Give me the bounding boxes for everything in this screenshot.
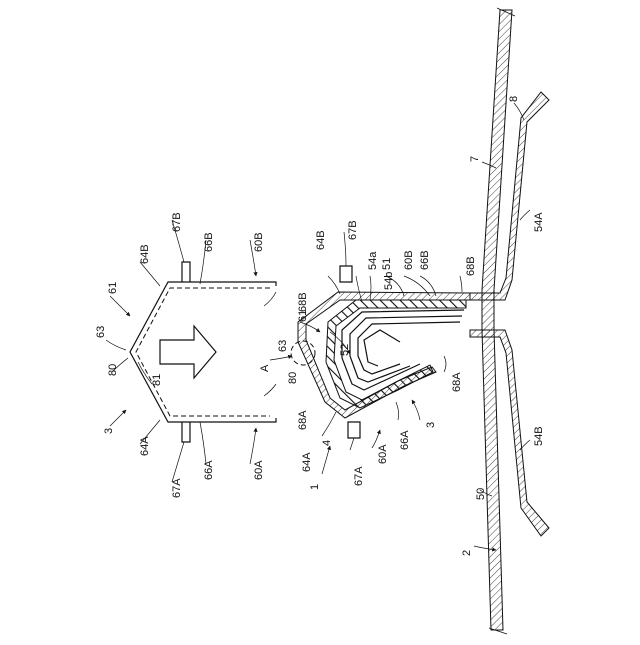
free-state-seal bbox=[130, 262, 276, 442]
label-68B-right: 68B bbox=[465, 256, 477, 276]
label-1: 1 bbox=[309, 484, 321, 490]
label-60B-right: 60B bbox=[403, 250, 415, 270]
label-60A-right: 60A bbox=[377, 444, 389, 464]
label-81: 81 bbox=[151, 374, 163, 386]
label-66A-right: 66A bbox=[399, 430, 411, 450]
assembled-seal bbox=[291, 266, 470, 438]
label-61-left: 61 bbox=[107, 282, 119, 294]
leader-lines bbox=[106, 103, 530, 550]
label-64B-left: 64B bbox=[139, 244, 151, 264]
label-64A-left: 64A bbox=[139, 436, 151, 456]
label-64B-right: 64B bbox=[315, 230, 327, 250]
label-4: 4 bbox=[321, 440, 333, 446]
label-60B-left: 60B bbox=[253, 232, 265, 252]
label-68A-left: 68A bbox=[297, 410, 309, 430]
label-50: 50 bbox=[475, 488, 487, 500]
label-2: 2 bbox=[461, 550, 473, 556]
label-68A-right: 68A bbox=[451, 372, 463, 392]
label-66B-left: 66B bbox=[203, 232, 215, 252]
label-54b: 54b bbox=[383, 272, 395, 290]
label-66A-left: 66A bbox=[203, 460, 215, 480]
label-68B-left: 68B bbox=[297, 292, 309, 312]
label-51: 51 bbox=[381, 258, 393, 270]
label-3-right: 3 bbox=[425, 422, 437, 428]
label-54B: 54B bbox=[533, 426, 545, 446]
label-7: 7 bbox=[469, 156, 481, 162]
label-67A-right: 67A bbox=[353, 466, 365, 486]
label-67B-right: 67B bbox=[347, 220, 359, 240]
label-80-left: 80 bbox=[107, 364, 119, 376]
label-54A: 54A bbox=[533, 212, 545, 232]
label-80-right: 80 bbox=[287, 372, 299, 384]
label-67B-left: 67B bbox=[171, 212, 183, 232]
label-67A-left: 67A bbox=[171, 478, 183, 498]
label-3-left: 3 bbox=[103, 428, 115, 434]
label-63-left: 63 bbox=[95, 326, 107, 338]
label-A: A bbox=[259, 364, 271, 372]
label-8: 8 bbox=[508, 96, 520, 102]
label-60A-left: 60A bbox=[253, 460, 265, 480]
label-54a: 54a bbox=[367, 251, 379, 270]
label-66B-right: 66B bbox=[419, 250, 431, 270]
labels: 8 7 54A 54B 50 2 1 3 3 4 51 52 54a 54b 6… bbox=[95, 96, 545, 556]
label-52: 52 bbox=[339, 344, 351, 356]
label-63-right: 63 bbox=[277, 340, 289, 352]
label-64A-right: 64A bbox=[301, 452, 313, 472]
